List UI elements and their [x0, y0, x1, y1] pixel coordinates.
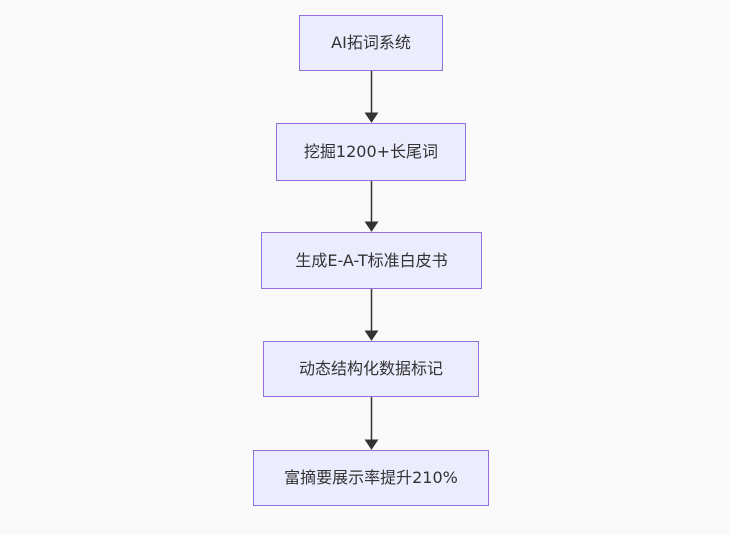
- flow-node-rich-snippet-result: 富摘要展示率提升210%: [253, 450, 489, 506]
- flow-node-label: 生成E-A-T标准白皮书: [295, 250, 448, 270]
- flow-node-eat-whitepaper: 生成E-A-T标准白皮书: [261, 232, 482, 289]
- edge-n3-n4: [364, 289, 379, 341]
- flow-node-structured-data: 动态结构化数据标记: [263, 341, 479, 397]
- flow-node-label: 挖掘1200+长尾词: [303, 142, 439, 162]
- flow-node-label: 动态结构化数据标记: [298, 359, 443, 379]
- flow-node-ai-word-system: AI拓词系统: [299, 15, 443, 71]
- flow-node-longtail-mining: 挖掘1200+长尾词: [276, 123, 466, 181]
- flow-node-label: AI拓词系统: [331, 33, 411, 53]
- edge-n2-n3: [364, 181, 379, 232]
- edge-n1-n2: [364, 71, 379, 123]
- flow-node-label: 富摘要展示率提升210%: [284, 468, 458, 488]
- edge-n4-n5: [364, 397, 379, 450]
